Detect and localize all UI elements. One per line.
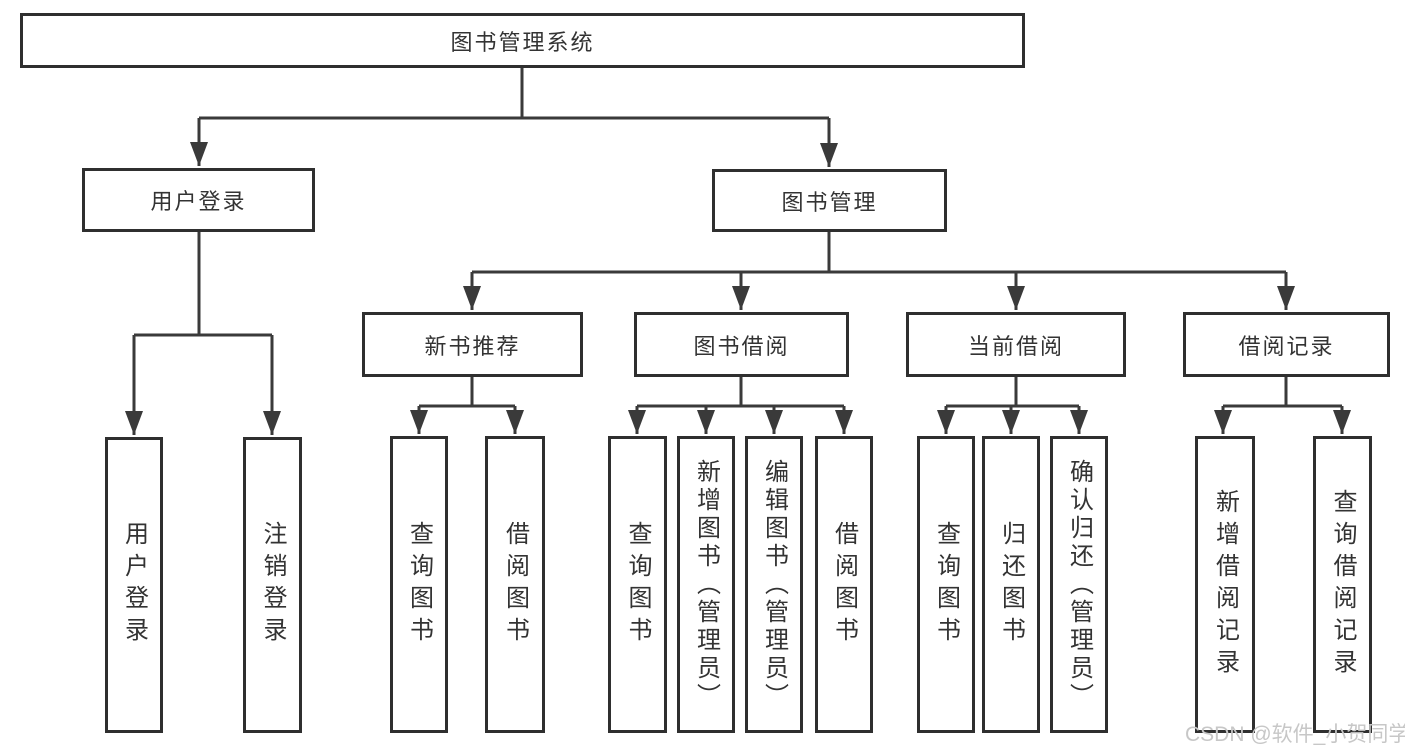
- leaf-bb-borrow-books: 借阅图书: [815, 436, 873, 733]
- leaf-user-login: 用户登录: [105, 437, 163, 733]
- node-borrowing-records: 借阅记录: [1183, 312, 1390, 377]
- leaf-logout: 注销登录: [243, 437, 302, 733]
- leaf-cb-query-books: 查询图书: [917, 436, 975, 733]
- leaf-cb-confirm-return-admin: 确认归还（管理员）: [1050, 436, 1108, 733]
- node-book-borrowing: 图书借阅: [634, 312, 849, 377]
- node-book-management: 图书管理: [712, 169, 947, 232]
- leaf-nb-borrow-books: 借阅图书: [485, 436, 545, 733]
- leaf-br-query-record: 查询借阅记录: [1313, 436, 1372, 733]
- leaf-bb-add-books-admin: 新增图书（管理员）: [677, 436, 735, 733]
- watermark: CSDN @软件_小贺同学: [1185, 723, 1405, 746]
- leaf-nb-query-books: 查询图书: [390, 436, 448, 733]
- leaf-bb-edit-books-admin: 编辑图书（管理员）: [745, 436, 803, 733]
- node-root-library-system: 图书管理系统: [20, 13, 1025, 68]
- node-user-login: 用户登录: [82, 168, 315, 232]
- leaf-cb-return-books: 归还图书: [982, 436, 1040, 733]
- node-new-book-recommend: 新书推荐: [362, 312, 583, 377]
- node-current-borrowing: 当前借阅: [906, 312, 1126, 377]
- leaf-br-add-record: 新增借阅记录: [1195, 436, 1255, 733]
- leaf-bb-query-books: 查询图书: [608, 436, 667, 733]
